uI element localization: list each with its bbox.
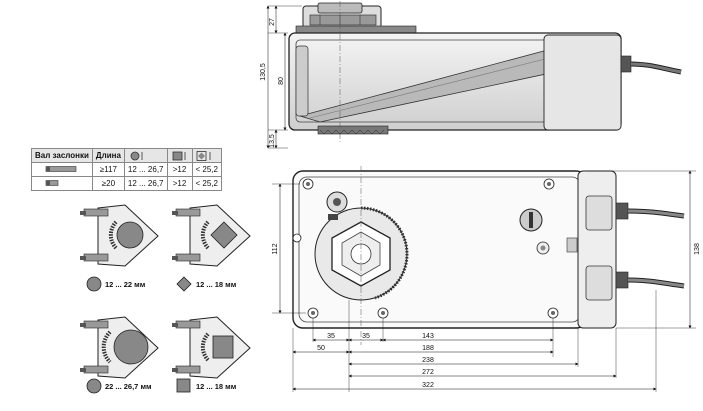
table-row: ≥20 12 ... 26,7 >12 < 25,2 bbox=[31, 176, 222, 191]
header-diamond bbox=[191, 148, 222, 163]
dim-27: 27 bbox=[269, 18, 276, 26]
top-cable bbox=[620, 55, 682, 75]
dim-188: 188 bbox=[422, 345, 434, 352]
diamond-shaft-icon bbox=[176, 276, 192, 292]
clamp-label-3: 22 ... 26,7 мм bbox=[105, 382, 152, 391]
front-view-dimensions: 112 138 35 35 143 50 188 238 272 bbox=[272, 170, 701, 392]
dim-130-5: 130,5 bbox=[260, 63, 267, 81]
dim-35-b: 35 bbox=[362, 333, 370, 340]
top-clamp bbox=[295, 2, 417, 35]
top-view-dimensions: 27 80 130,5 13,5 bbox=[260, 5, 302, 149]
dim-143: 143 bbox=[422, 333, 434, 340]
actuator-top-view bbox=[288, 1, 682, 142]
dim-80: 80 bbox=[278, 77, 285, 85]
cell-length: ≥20 bbox=[91, 176, 125, 191]
round-shaft-icon bbox=[86, 378, 102, 394]
dim-13-5: 13,5 bbox=[269, 134, 276, 148]
header-square bbox=[166, 148, 193, 163]
clamp-variant-1: 12 ... 22 мм bbox=[80, 204, 159, 292]
shaft-spec-table: Вал заслонки Длина ≥117 12 ... bbox=[31, 148, 222, 191]
manual-override bbox=[519, 208, 578, 255]
clamp-variant-3: 22 ... 26,7 мм bbox=[80, 316, 159, 394]
cell-length: ≥117 bbox=[91, 162, 125, 177]
front-cable bbox=[615, 202, 685, 289]
clamp-label-4: 12 ... 18 мм bbox=[196, 382, 237, 391]
dim-272: 272 bbox=[422, 369, 434, 376]
clamp-variant-2: 12 ... 18 мм bbox=[172, 204, 251, 292]
cell-diamond: < 25,2 bbox=[191, 176, 222, 191]
header-shaft: Вал заслонки bbox=[31, 148, 93, 163]
dim-322: 322 bbox=[422, 382, 434, 389]
round-shaft-icon bbox=[130, 151, 143, 160]
dim-112: 112 bbox=[272, 243, 279, 254]
dim-50: 50 bbox=[317, 345, 325, 352]
header-length: Длина bbox=[91, 148, 125, 163]
dim-35-a: 35 bbox=[327, 333, 335, 340]
dim-238: 238 bbox=[422, 357, 434, 364]
clamp-label-2: 12 ... 18 мм bbox=[196, 280, 237, 289]
square-shaft-icon bbox=[176, 378, 191, 393]
square-shaft-icon bbox=[172, 151, 185, 160]
round-shaft-icon bbox=[86, 276, 102, 292]
actuator-front-view bbox=[292, 166, 685, 345]
clamp-variant-4: 12 ... 18 мм bbox=[172, 316, 251, 393]
clamp-label-1: 12 ... 22 мм bbox=[105, 280, 146, 289]
diamond-shaft-icon bbox=[196, 150, 210, 161]
dim-138: 138 bbox=[694, 243, 701, 255]
